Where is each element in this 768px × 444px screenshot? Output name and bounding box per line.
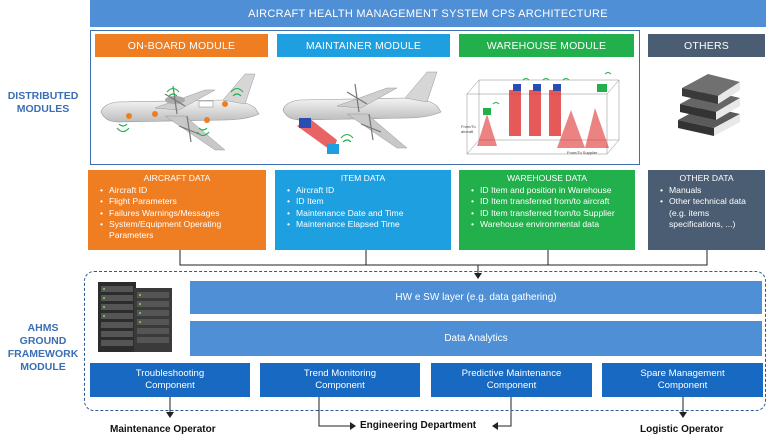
list-item: Other technical data (e.g. items specifi… (660, 196, 759, 230)
connector-line (179, 250, 708, 266)
arrow-head (492, 422, 498, 430)
distributed-modules-label: DISTRIBUTED MODULES (0, 90, 86, 116)
onboard-module-header: ON-BOARD MODULE (95, 34, 268, 57)
server-rack-icon (98, 282, 172, 352)
aircraft-data-box: AIRCRAFT DATA Aircraft ID Flight Paramet… (88, 170, 266, 250)
component-label: Component (657, 380, 708, 391)
list-item: ID Item and position in Warehouse (471, 185, 629, 196)
others-module-header: OTHERS (648, 34, 765, 57)
data-box-title: ITEM DATA (340, 173, 386, 183)
list-item: Flight Parameters (100, 196, 260, 207)
diagram-title: AIRCRAFT HEALTH MANAGEMENT SYSTEM CPS AR… (90, 0, 766, 27)
arrow-head (679, 412, 687, 418)
list-item: Failures Warnings/Messages (100, 208, 260, 219)
component-label: Trend Monitoring (303, 368, 377, 379)
data-box-title: OTHER DATA (679, 173, 734, 183)
books-icon (678, 74, 740, 136)
component-label: Predictive Maintenance (461, 368, 562, 379)
arrow-head (350, 422, 356, 430)
side-label-line: AHMS (27, 322, 59, 334)
list-item: Maintenance Date and Time (287, 208, 445, 219)
ground-framework-frame (84, 271, 766, 411)
maintenance-operator-label: Maintenance Operator (110, 424, 216, 435)
hw-sw-layer: HW e SW layer (e.g. data gathering) (190, 281, 762, 314)
other-data-box: OTHER DATA Manuals Other technical data … (648, 170, 765, 250)
list-item: System/Equipment Operating Parameters (100, 219, 260, 241)
list-item: Warehouse environmental data (471, 219, 629, 230)
arrow-head (166, 412, 174, 418)
component-label: Component (486, 380, 537, 391)
warehouse-aircraft-label: From/To (461, 124, 476, 129)
troubleshooting-component: Troubleshooting Component (90, 363, 250, 397)
data-analytics-layer: Data Analytics (190, 321, 762, 356)
onboard-aircraft-illustration (100, 73, 260, 151)
side-label-line: DISTRIBUTED (7, 90, 79, 102)
list-item: ID Item (287, 196, 445, 207)
spare-management-component: Spare Management Component (602, 363, 763, 397)
data-box-title: WAREHOUSE DATA (506, 173, 588, 183)
warehouse-aircraft-label: aircraft (461, 129, 474, 134)
arrow-head (474, 273, 482, 279)
trend-monitoring-component: Trend Monitoring Component (260, 363, 420, 397)
maintainer-aircraft-illustration (282, 71, 442, 154)
list-item: Manuals (660, 185, 759, 196)
warehouse-supplier-label: From/To Supplier (567, 150, 598, 155)
logistic-operator-label: Logistic Operator (640, 424, 724, 435)
component-label: Troubleshooting (135, 368, 205, 379)
component-label: Component (145, 380, 195, 391)
maintainer-module-header: MAINTAINER MODULE (277, 34, 450, 57)
warehouse-illustration: From/To aircraft From/To Supplier (461, 72, 620, 155)
ground-framework-label: AHMS GROUND FRAMEWORK MODULE (0, 322, 86, 374)
engineering-department-label: Engineering Department (360, 420, 477, 431)
warehouse-data-box: WAREHOUSE DATA ID Item and position in W… (459, 170, 635, 250)
list-item: ID Item transferred from/to Supplier (471, 208, 629, 219)
side-label-line: MODULE (20, 361, 66, 373)
connector-line (496, 397, 512, 427)
data-box-title: AIRCRAFT DATA (143, 173, 211, 183)
predictive-maintenance-component: Predictive Maintenance Component (431, 363, 592, 397)
list-item: ID Item transferred from/to aircraft (471, 196, 629, 207)
side-label-line: GROUND (19, 335, 67, 347)
list-item: Maintenance Elapsed Time (287, 219, 445, 230)
connector-line (318, 397, 352, 427)
component-label: Component (315, 380, 365, 391)
side-label-line: MODULES (16, 103, 70, 115)
list-item: Aircraft ID (100, 185, 260, 196)
component-label: Spare Management (640, 368, 725, 379)
list-item: Aircraft ID (287, 185, 445, 196)
item-data-box: ITEM DATA Aircraft ID ID Item Maintenanc… (275, 170, 451, 250)
warehouse-module-header: WAREHOUSE MODULE (459, 34, 634, 57)
side-label-line: FRAMEWORK (7, 348, 79, 360)
